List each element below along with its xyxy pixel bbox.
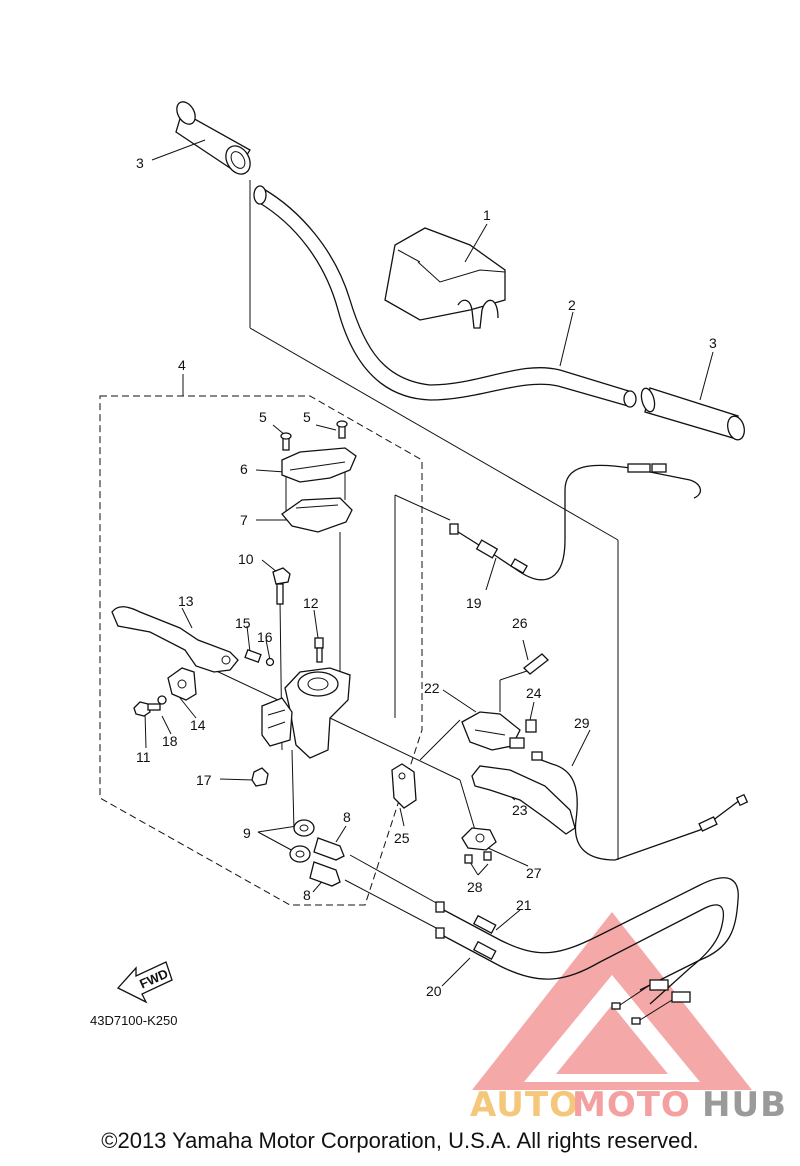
watermark-moto: MOTO (572, 1085, 691, 1125)
clutch-cable (449, 463, 701, 581)
drawing-code: 43D7100-K250 (90, 1013, 177, 1028)
clutch-holder-clamp (391, 763, 417, 809)
callout-14: 14 (190, 717, 206, 733)
callout-23: 23 (512, 802, 528, 818)
callout-15: 15 (235, 615, 251, 631)
callout-22: 22 (424, 680, 440, 696)
leader-lines (144, 139, 714, 987)
master-cylinder-assembly-outline (99, 395, 423, 906)
callout-26: 26 (512, 615, 528, 631)
diaphragm (281, 497, 353, 533)
callout-29: 29 (574, 715, 590, 731)
callout-3-left: 3 (136, 155, 144, 171)
adjuster-nut (525, 719, 537, 733)
callout-11: 11 (136, 749, 151, 765)
callout-25: 25 (394, 830, 410, 846)
master-cylinder-body (261, 667, 351, 759)
callout-18: 18 (162, 733, 178, 749)
left-grip (175, 101, 251, 175)
callout-5-right: 5 (303, 409, 311, 425)
callout-5-left: 5 (259, 409, 267, 425)
callout-24: 24 (526, 685, 542, 701)
callout-17: 17 (196, 772, 212, 788)
watermark-auto: AUTO (470, 1085, 579, 1125)
fwd-arrow: FWD (116, 961, 173, 1004)
small-screws (464, 851, 492, 864)
callout-1: 1 (483, 207, 491, 223)
hot-start-plate (461, 827, 497, 851)
callout-20: 20 (426, 983, 442, 999)
right-grip (640, 387, 745, 441)
banjo-bolt (272, 567, 291, 605)
clutch-lever (471, 765, 576, 835)
union-bolts (309, 837, 345, 887)
adjuster-screw (244, 649, 275, 667)
callout-3-right: 3 (709, 335, 717, 351)
callout-9: 9 (243, 825, 251, 841)
clutch-lever-holder (461, 711, 525, 751)
callout-12: 12 (303, 595, 319, 611)
lever-holder (167, 667, 197, 701)
callout-21: 21 (516, 897, 532, 913)
callout-16: 16 (257, 629, 273, 645)
callout-6: 6 (240, 461, 248, 477)
callout-8-lower: 8 (303, 887, 311, 903)
callout-2: 2 (568, 297, 576, 313)
alignment-lines (209, 180, 619, 931)
holder-bolt (133, 695, 167, 717)
callout-4: 4 (178, 357, 186, 373)
callout-8-upper: 8 (343, 809, 351, 825)
callout-10: 10 (238, 551, 254, 567)
copyright-notice: ©2013 Yamaha Motor Corporation, U.S.A. A… (101, 1128, 699, 1153)
callout-19: 19 (466, 595, 482, 611)
copper-washers (289, 819, 315, 863)
callout-13: 13 (178, 593, 194, 609)
callout-27: 27 (526, 865, 542, 881)
callout-7: 7 (240, 512, 248, 528)
holder-bolt-26 (523, 653, 549, 675)
watermark-hub: HUB (702, 1085, 787, 1125)
reservoir-bolt (314, 637, 324, 663)
callout-28: 28 (467, 879, 483, 895)
reservoir-cap (281, 447, 357, 483)
handlebar (253, 185, 637, 408)
handlebar-pad (384, 227, 506, 329)
watermark-triangle (472, 912, 752, 1090)
nut (251, 767, 269, 787)
callout-labels: 1 2 3 3 4 5 5 6 7 8 8 9 10 11 12 13 14 1… (136, 155, 717, 999)
cap-screws (280, 420, 348, 451)
brake-lever (111, 606, 239, 673)
hot-start-cable (531, 751, 749, 861)
watermark-logo: AUTO MOTO HUB (470, 1085, 787, 1125)
throttle-cables (435, 877, 739, 1025)
